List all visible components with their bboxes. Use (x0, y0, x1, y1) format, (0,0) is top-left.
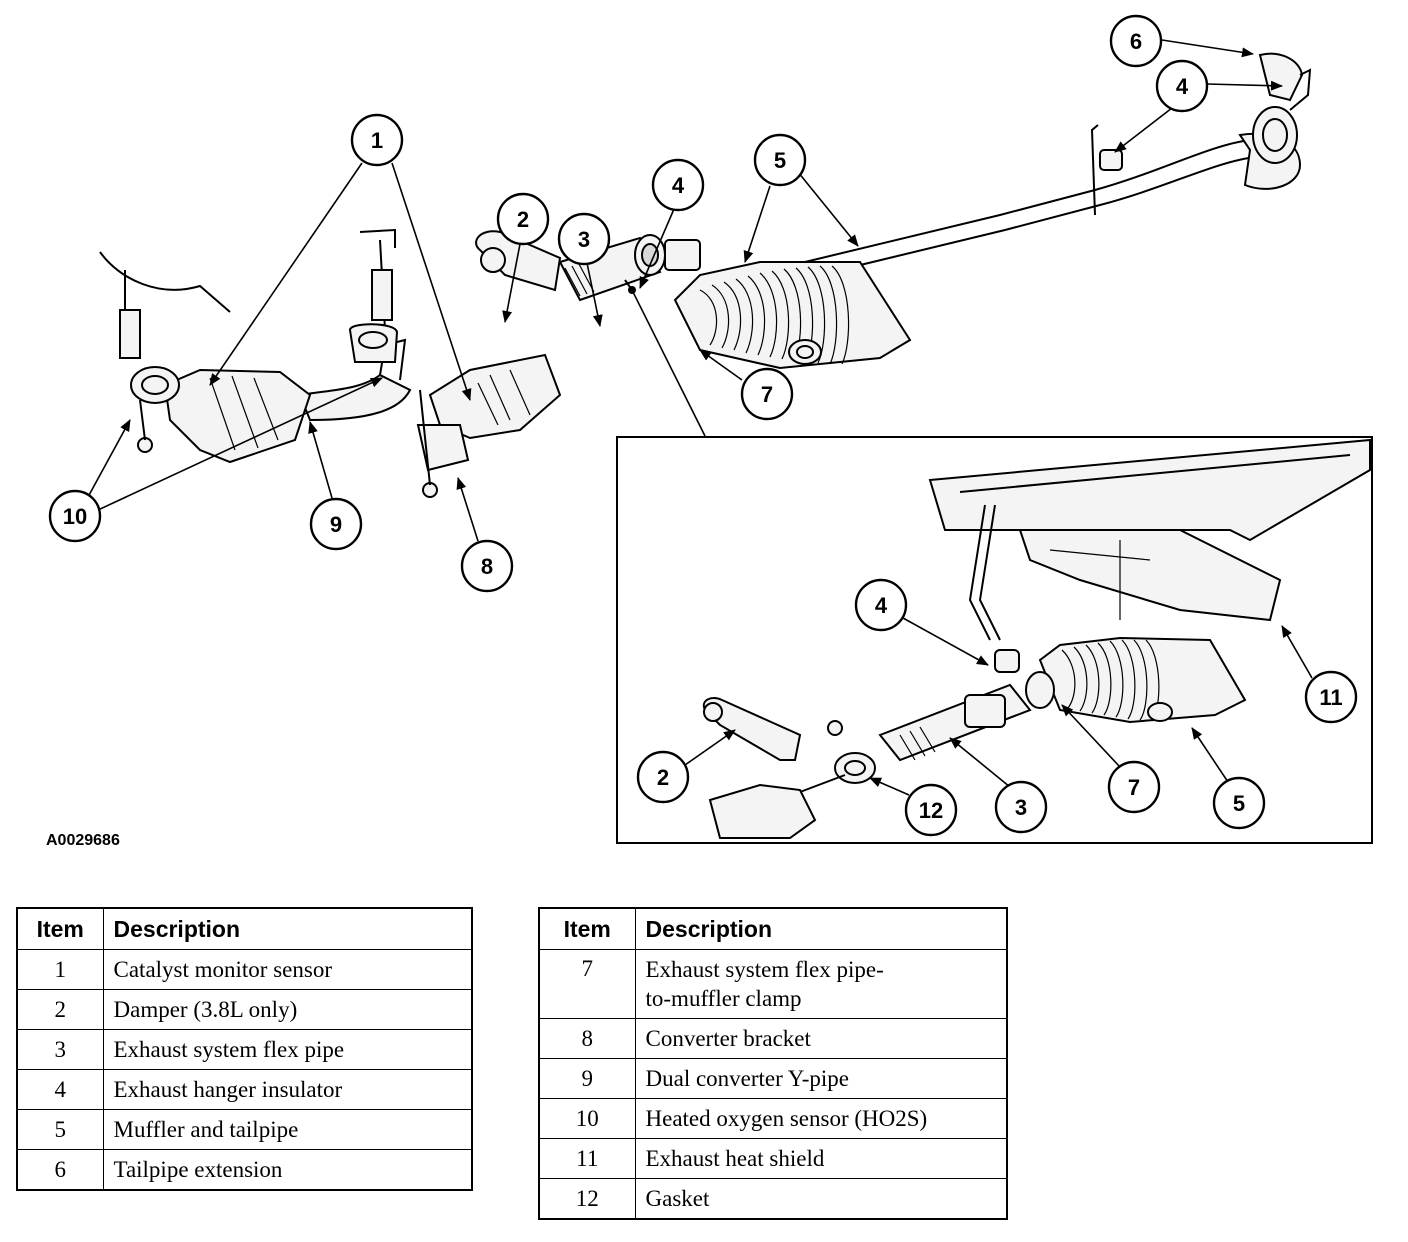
svg-text:10: 10 (63, 504, 87, 529)
legend-header-row: Item Description (16, 907, 473, 950)
item-number: 9 (538, 1058, 636, 1099)
svg-text:2: 2 (517, 207, 529, 232)
callout-9: 9 (309, 497, 363, 551)
svg-text:3: 3 (1015, 795, 1027, 820)
svg-text:4: 4 (672, 173, 685, 198)
svg-text:11: 11 (1319, 685, 1342, 710)
item-description: Heated oxygen sensor (HO2S) (634, 1098, 1008, 1139)
svg-text:4: 4 (1176, 74, 1189, 99)
inset-frame (616, 436, 1373, 844)
callout-10: 10 (48, 489, 102, 543)
item-number: 5 (16, 1109, 104, 1150)
item-description: Converter bracket (634, 1018, 1008, 1059)
callout-6: 6 (1109, 14, 1163, 68)
callout-7-inset: 7 (1107, 760, 1161, 814)
item-number: 11 (538, 1138, 636, 1179)
svg-text:4: 4 (875, 593, 888, 618)
callout-4-top: 4 (1155, 59, 1209, 113)
svg-text:12: 12 (919, 798, 943, 823)
callout-2-inset: 2 (636, 750, 690, 804)
callout-2: 2 (496, 192, 550, 246)
item-number: 7 (538, 949, 636, 1019)
item-description: Exhaust hanger insulator (102, 1069, 473, 1110)
item-description: Gasket (634, 1178, 1008, 1220)
item-description: Exhaust heat shield (634, 1138, 1008, 1179)
svg-text:5: 5 (774, 148, 786, 173)
svg-text:1: 1 (371, 128, 383, 153)
svg-text:2: 2 (657, 765, 669, 790)
item-number: 3 (16, 1029, 104, 1070)
callout-5-inset: 5 (1212, 776, 1266, 830)
exhaust-system-diagram: 1 2 3 4 5 6 4 7 8 9 10 4 11 2 12 3 7 5 (48, 14, 1373, 844)
item-description: Exhaust system flex pipe (102, 1029, 473, 1070)
item-number: 4 (16, 1069, 104, 1110)
item-number: 10 (538, 1098, 636, 1139)
item-description: Exhaust system flex pipe-to-muffler clam… (634, 949, 1008, 1019)
item-description: Muffler and tailpipe (102, 1109, 473, 1150)
svg-text:3: 3 (578, 227, 590, 252)
callout-12: 12 (904, 783, 958, 837)
item-number: 8 (538, 1018, 636, 1059)
svg-text:7: 7 (761, 382, 773, 407)
item-column-header: Item (16, 907, 104, 950)
svg-text:6: 6 (1130, 29, 1142, 54)
item-column-header: Item (538, 907, 636, 950)
inset-detail-drawing (702, 438, 1371, 839)
item-description: Dual converter Y-pipe (634, 1058, 1008, 1099)
svg-text:8: 8 (481, 554, 493, 579)
item-description: Damper (3.8L only) (102, 989, 473, 1030)
item-number: 12 (538, 1178, 636, 1220)
item-number: 1 (16, 949, 104, 990)
callout-1: 1 (350, 113, 404, 167)
callout-3-inset: 3 (994, 780, 1048, 834)
callouts: 1 2 3 4 5 6 4 7 8 9 10 4 11 2 12 3 7 5 (48, 14, 1358, 837)
callout-4: 4 (651, 158, 705, 212)
legend-header-row: Item Description (538, 907, 1008, 950)
callout-7: 7 (740, 367, 794, 421)
callout-3: 3 (557, 212, 611, 266)
callout-4-inset: 4 (854, 578, 908, 632)
callout-5: 5 (753, 133, 807, 187)
svg-text:5: 5 (1233, 791, 1245, 816)
description-column-header: Description (102, 907, 473, 950)
callout-11: 11 (1304, 670, 1358, 724)
item-description: Tailpipe extension (102, 1149, 473, 1191)
item-number: 6 (16, 1149, 104, 1191)
svg-text:9: 9 (330, 512, 342, 537)
item-description: Catalyst monitor sensor (102, 949, 473, 990)
leader-lines (87, 39, 1313, 796)
reference-code: A0029686 (46, 832, 120, 849)
description-column-header: Description (634, 907, 1008, 950)
svg-text:7: 7 (1128, 775, 1140, 800)
main-assembly-drawing (99, 52, 1312, 498)
item-number: 2 (16, 989, 104, 1030)
callout-8: 8 (460, 539, 514, 593)
